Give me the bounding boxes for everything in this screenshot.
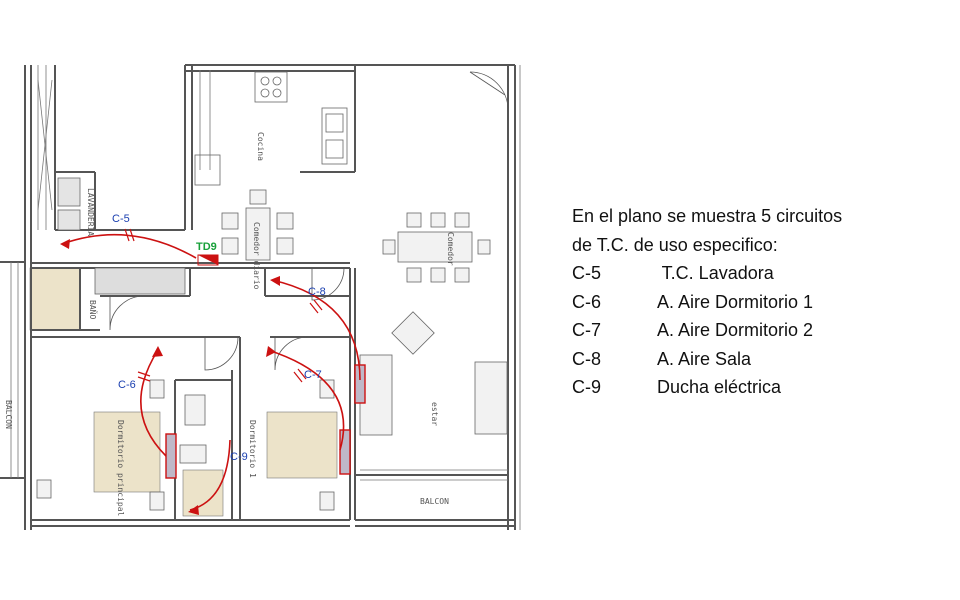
circuit-desc: Ducha eléctrica xyxy=(657,377,782,397)
circuit-c6-line xyxy=(140,349,167,457)
panel-td9: TD9 xyxy=(196,241,219,266)
room-balcon-left: BALCON xyxy=(4,400,13,429)
circuit-arrows xyxy=(60,239,280,515)
room-dormitorio-1: Dormitorio 1 xyxy=(248,420,257,478)
intro-line-2: de T.C. de uso especifico: xyxy=(572,234,778,255)
circuit-c7-line xyxy=(267,349,345,451)
room-comedor-diario: Comedor diario xyxy=(252,222,261,290)
circuit-desc: A. Aire Sala xyxy=(657,348,752,369)
windows xyxy=(10,65,521,530)
circuit-c8-line xyxy=(271,279,361,381)
dining-furniture xyxy=(36,189,508,511)
circuit-description: En el plano se muestra 5 circuitos de T.… xyxy=(572,202,942,402)
label-c5: C-5 xyxy=(112,213,130,225)
circuit-item: C-9 Ducha eléctrica xyxy=(572,373,942,402)
kitchen-fixtures xyxy=(94,71,348,295)
room-bano: BAÑO xyxy=(88,300,98,319)
circuit-code: C-6 xyxy=(572,291,602,312)
label-c8: C-8 xyxy=(308,286,326,298)
circuit-ticks xyxy=(124,228,323,383)
label-c9: C-9 xyxy=(230,451,248,463)
circuit-desc: T.C. Lavadora xyxy=(657,263,774,283)
room-comedor: Comedor xyxy=(446,232,455,266)
circuit-item: C-7 A. Aire Dormitorio 2 xyxy=(572,316,942,345)
circuit-desc: A. Aire Dormitorio 1 xyxy=(657,291,814,312)
floor-plan: LAVANDERIA Cocina Comedor diario Comedor… xyxy=(0,64,521,530)
label-c7: C-7 xyxy=(304,369,322,381)
circuit-code: C-5 xyxy=(572,263,602,283)
label-c6: C-6 xyxy=(118,379,136,391)
beige-areas xyxy=(29,267,338,517)
room-balcon-bottom: BALCON xyxy=(420,497,449,506)
room-lavanderia: LAVANDERIA xyxy=(86,188,95,236)
circuit-code: C-7 xyxy=(572,320,602,340)
room-cocina: Cocina xyxy=(256,132,265,161)
circuit-c5-line xyxy=(61,233,197,259)
circuit-code: C-9 xyxy=(572,377,602,397)
circuit-code: C-8 xyxy=(572,348,602,369)
doors xyxy=(109,71,509,371)
circuit-desc: A. Aire Dormitorio 2 xyxy=(657,320,814,340)
panel-label: TD9 xyxy=(196,241,217,253)
circuit-item: C-8 A. Aire Sala xyxy=(572,345,942,374)
room-dormitorio-principal: Dormitorio principal xyxy=(116,420,125,517)
intro-line-1: En el plano se muestra 5 circuitos xyxy=(572,206,843,226)
circuit-item: C-5 T.C. Lavadora xyxy=(572,259,942,288)
room-estar: estar xyxy=(430,402,439,426)
laundry-fixtures xyxy=(57,177,81,231)
circuit-item: C-6 A. Aire Dormitorio 1 xyxy=(572,288,942,317)
ac-outlets xyxy=(165,364,366,479)
